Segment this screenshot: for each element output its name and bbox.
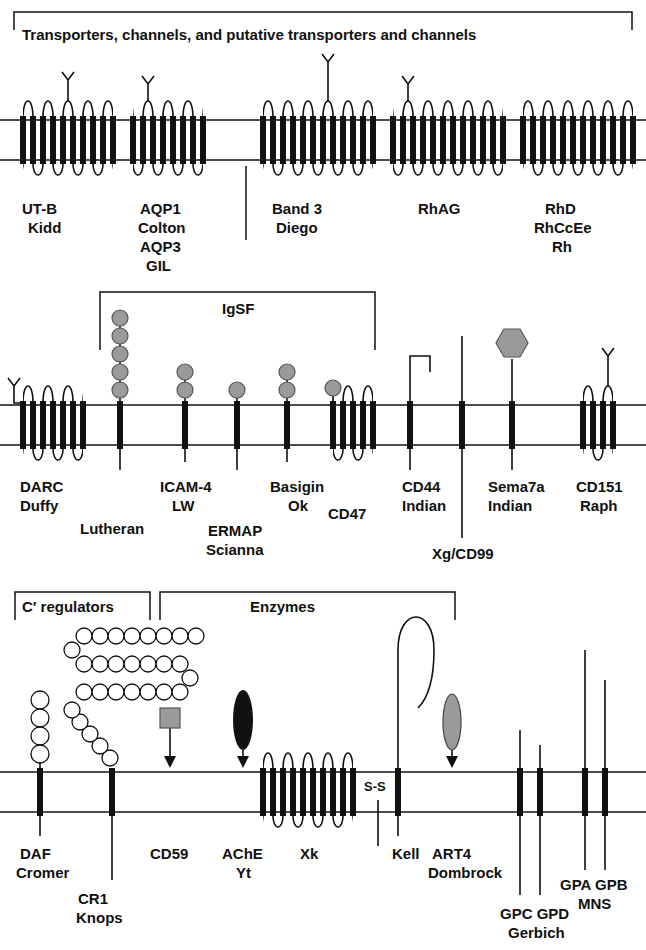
blood-group-label: Raph bbox=[580, 497, 618, 515]
glycan-symbol bbox=[62, 54, 414, 101]
protein-label: CR1 bbox=[78, 890, 108, 908]
blood-group-label: Yt bbox=[236, 864, 251, 882]
protein-label: CD47 bbox=[328, 505, 366, 523]
bracket-label: Enzymes bbox=[250, 598, 315, 616]
protein-stalk bbox=[40, 617, 605, 895]
bond-label: S-S bbox=[364, 778, 386, 796]
blood-group-label: Indian bbox=[488, 497, 532, 515]
protein-label: Band 3 bbox=[272, 200, 322, 218]
protein-label: CD59 bbox=[150, 845, 188, 863]
protein-stalk bbox=[8, 312, 614, 538]
sema-domain bbox=[496, 329, 528, 357]
protein-label: RhD bbox=[545, 200, 576, 218]
protein-label: CD44 bbox=[402, 478, 440, 496]
protein-label: CD151 bbox=[576, 478, 623, 496]
ccp-domain bbox=[31, 628, 204, 766]
blood-group-label: Indian bbox=[402, 497, 446, 515]
transmembrane-helices bbox=[20, 381, 616, 469]
protein-label: Basigin bbox=[270, 478, 324, 496]
transmembrane-helices bbox=[37, 748, 608, 836]
blood-group-label: Colton bbox=[138, 219, 185, 237]
protein-label: UT-B bbox=[22, 200, 57, 218]
blood-group-label: LW bbox=[172, 497, 195, 515]
bracket-label: IgSF bbox=[222, 300, 255, 318]
protein-label: GPC GPD bbox=[500, 905, 569, 923]
protein-label: ART4 bbox=[432, 845, 471, 863]
blood-group-label: Lutheran bbox=[80, 520, 144, 538]
blood-group-label: Diego bbox=[276, 219, 318, 237]
enzyme-domain bbox=[443, 694, 461, 750]
blood-group-label: Duffy bbox=[20, 497, 58, 515]
ig-domain bbox=[112, 310, 341, 398]
protein-label: RhCcEe bbox=[534, 219, 592, 237]
blood-group-label: Dombrock bbox=[428, 864, 502, 882]
bracket-label: C′ regulators bbox=[22, 598, 114, 616]
protein-label: AQP3 bbox=[140, 238, 181, 256]
protein-label: AQP1 bbox=[140, 200, 181, 218]
protein-label: Kell bbox=[392, 845, 420, 863]
bracket-label: Transporters, channels, and putative tra… bbox=[22, 26, 476, 44]
protein-label: AChE bbox=[222, 845, 263, 863]
blood-group-label: Knops bbox=[76, 909, 123, 927]
protein-label: Sema7a bbox=[488, 478, 545, 496]
protein-label: ICAM-4 bbox=[160, 478, 212, 496]
protein-label: DARC bbox=[20, 478, 63, 496]
gpi-anchor bbox=[164, 756, 458, 768]
lipid-bilayer bbox=[0, 120, 646, 812]
protein-label: Xg/CD99 bbox=[432, 545, 494, 563]
protein-label: RhAG bbox=[418, 200, 461, 218]
blood-group-label: Kidd bbox=[28, 219, 61, 237]
transmembrane-helices bbox=[20, 96, 636, 184]
divider-line bbox=[245, 166, 247, 240]
enzyme-domain bbox=[233, 690, 253, 750]
blood-group-label: Scianna bbox=[206, 541, 264, 559]
protein-label: GPA GPB bbox=[560, 876, 628, 894]
cd59-domain bbox=[160, 708, 180, 728]
group-bracket bbox=[14, 12, 632, 620]
protein-label: Xk bbox=[300, 845, 318, 863]
protein-label: ERMAP bbox=[208, 522, 262, 540]
blood-group-label: Gerbich bbox=[508, 924, 565, 942]
blood-group-label: Ok bbox=[288, 497, 308, 515]
blood-group-label: MNS bbox=[578, 895, 611, 913]
protein-label: DAF bbox=[20, 845, 51, 863]
blood-group-label: Cromer bbox=[16, 864, 69, 882]
blood-group-label: Rh bbox=[552, 238, 572, 256]
blood-group-label: GIL bbox=[146, 257, 171, 275]
